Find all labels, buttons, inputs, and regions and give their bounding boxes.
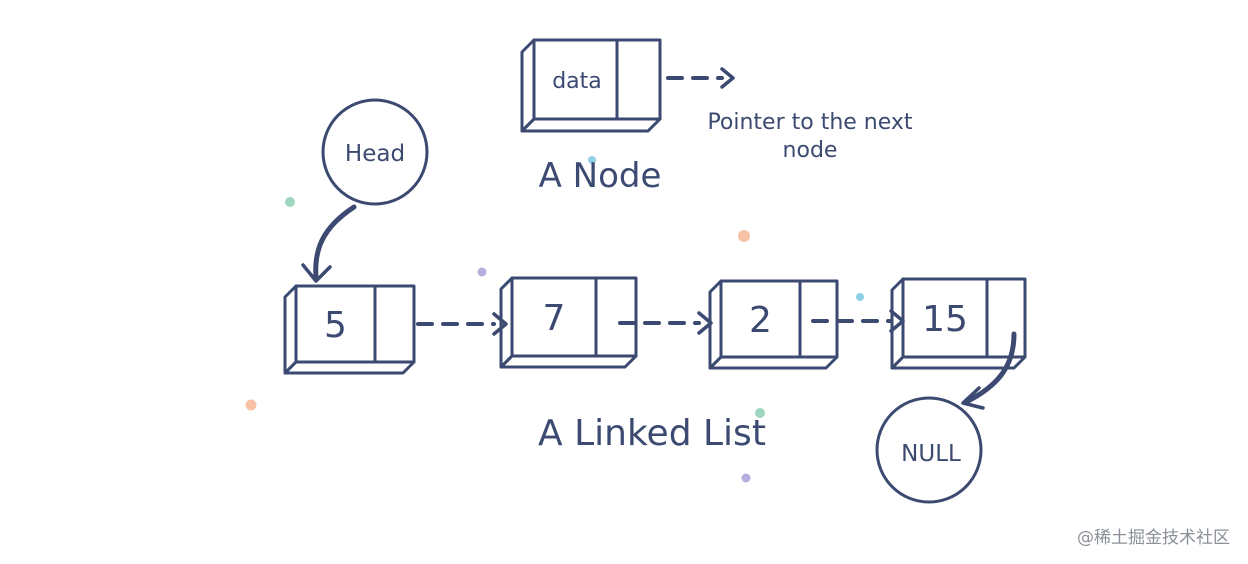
list-node-2: 7 <box>499 276 638 369</box>
list-node-1: 5 <box>283 284 416 375</box>
legend-data-label: data <box>552 69 602 94</box>
list-node-3: 2 <box>708 279 839 370</box>
head-label: Head <box>345 141 405 167</box>
link-2-to-3 <box>618 311 713 335</box>
node-value-1: 5 <box>324 305 347 346</box>
null-label: NULL <box>901 441 961 467</box>
watermark: @稀土掘金技术社区 <box>1077 528 1230 548</box>
link-1-to-2 <box>416 312 508 336</box>
node-value-3: 2 <box>749 300 772 341</box>
pointer-caption-line1: Pointer to the next <box>707 110 912 135</box>
linked-list-nodes: 5 7 2 15 <box>283 276 1027 375</box>
decorative-dots <box>245 156 864 483</box>
node-value-2: 7 <box>543 298 566 339</box>
node-links <box>416 309 905 336</box>
null-pointer: NULL <box>875 331 1017 504</box>
pointer-caption-line2: node <box>783 138 838 163</box>
node-value-4: 15 <box>922 299 968 340</box>
node-title: A Node <box>539 156 662 196</box>
head-pointer: Head <box>301 98 429 283</box>
link-3-to-4 <box>811 309 905 333</box>
list-title: A Linked List <box>538 413 766 454</box>
legend-node-box: data <box>520 38 662 133</box>
node-legend: data Pointer to the next node A Node <box>520 38 913 196</box>
legend-pointer-arrow <box>666 67 735 89</box>
list-node-4: 15 <box>890 277 1027 370</box>
